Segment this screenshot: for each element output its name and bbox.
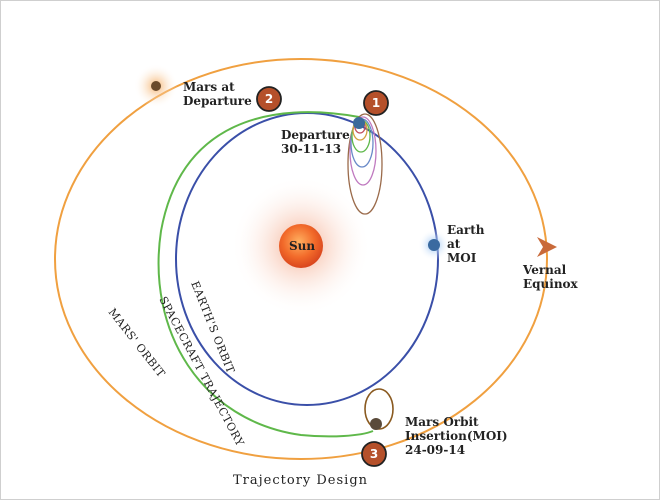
step-1-badge [363,90,389,116]
earth-at-moi-line1: Earth [447,223,485,237]
earth-at-moi-icon [428,239,440,251]
mars-at-moi-icon [370,418,382,430]
spacecraft-trajectory [157,111,374,438]
departure-date: 30-11-13 [281,142,342,156]
sun-label: Sun [289,239,316,253]
moi-label: Mars Orbit Insertion(MOI) 24-09-14 [405,415,508,457]
departure-label: Departure 30-11-13 [281,128,350,156]
earth-at-moi-line3: MOI [447,251,477,265]
step-3-badge [361,441,387,467]
step-3-number: 3 [369,447,379,461]
mars-at-departure-icon [151,81,161,91]
diagram-caption: Trajectory Design [233,473,369,488]
sun [279,224,323,268]
mars-at-departure-line1: Mars at [183,80,235,94]
earth-at-moi-line2: at [447,237,461,251]
departure-line1: Departure [281,128,350,142]
phasing-loops [347,113,383,215]
mars-at-departure-line2: Departure [183,94,252,108]
mars-at-departure-label: Mars at Departure [183,80,252,108]
moi-line2: Insertion(MOI) [405,429,508,443]
step-2-number: 2 [264,92,274,106]
moi-date: 24-09-14 [405,443,466,457]
mars-orbit [54,58,548,460]
moi-line1: Mars Orbit [405,415,479,429]
earth-at-moi-label: Earth at MOI [447,223,485,265]
vernal-equinox-line1: Vernal [523,263,567,277]
step-1-number: 1 [371,96,381,110]
vernal-equinox-arrow-icon [537,237,557,257]
vernal-equinox-label: Vernal Equinox [523,263,578,291]
step-2-badge [256,86,282,112]
vernal-equinox-line2: Equinox [523,277,578,291]
mars-orbit-label: MARS' ORBIT [106,306,168,380]
earth-at-departure-icon [353,117,365,129]
